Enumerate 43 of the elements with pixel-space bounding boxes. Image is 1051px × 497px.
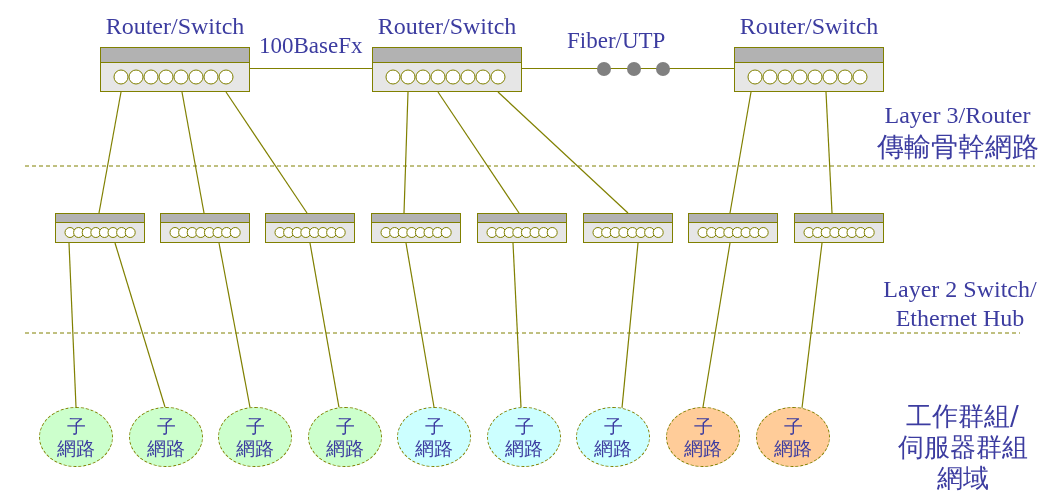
link-line — [621, 242, 639, 409]
link-line — [403, 91, 409, 214]
link-line — [497, 91, 629, 214]
link-line — [702, 242, 731, 408]
subnet-ellipse: 子網路 — [308, 407, 382, 467]
link-line — [309, 242, 340, 408]
link-line — [218, 242, 251, 408]
link-line — [437, 91, 520, 214]
device-label: Router/Switch — [738, 12, 880, 40]
switch-drawing — [265, 213, 355, 243]
switch-drawing — [477, 213, 567, 243]
link-line — [405, 242, 435, 408]
subnet-ellipse: 子網路 — [129, 407, 203, 467]
layer-label: Layer 3/Router — [883, 101, 1032, 130]
switch-drawing — [583, 213, 673, 243]
subnet-ellipse: 子網路 — [218, 407, 292, 467]
layer-label: Layer 2 Switch/ Ethernet Hub — [882, 275, 1038, 333]
link-line — [68, 242, 77, 408]
subnet-ellipse: 子網路 — [576, 407, 650, 467]
layer-label: 工作群組/伺服器群組網域 — [896, 401, 1029, 494]
link-line — [249, 67, 373, 70]
switch-drawing — [371, 213, 461, 243]
subnet-ellipse: 子網路 — [666, 407, 740, 467]
switch-drawing — [794, 213, 884, 243]
switch-drawing — [55, 213, 145, 243]
device-label: Router/Switch — [376, 12, 518, 40]
subnet-ellipse: 子網路 — [756, 407, 830, 467]
switch-drawing — [688, 213, 778, 243]
subnet-ellipse: 子網路 — [397, 407, 471, 467]
subnet-ellipse: 子網路 — [487, 407, 561, 467]
link-line — [114, 242, 166, 408]
link-line — [801, 242, 823, 409]
layer-label: 傳輸骨幹網路 — [875, 131, 1040, 163]
link-line — [98, 91, 122, 214]
device-label: Router/Switch — [104, 12, 246, 40]
link-line — [521, 67, 735, 70]
link-line — [181, 91, 205, 214]
link-line — [512, 242, 522, 408]
link-line — [729, 91, 752, 214]
subnet-ellipse: 子網路 — [39, 407, 113, 467]
switch-drawing — [160, 213, 250, 243]
link-line — [225, 91, 308, 214]
link-line — [825, 91, 833, 214]
